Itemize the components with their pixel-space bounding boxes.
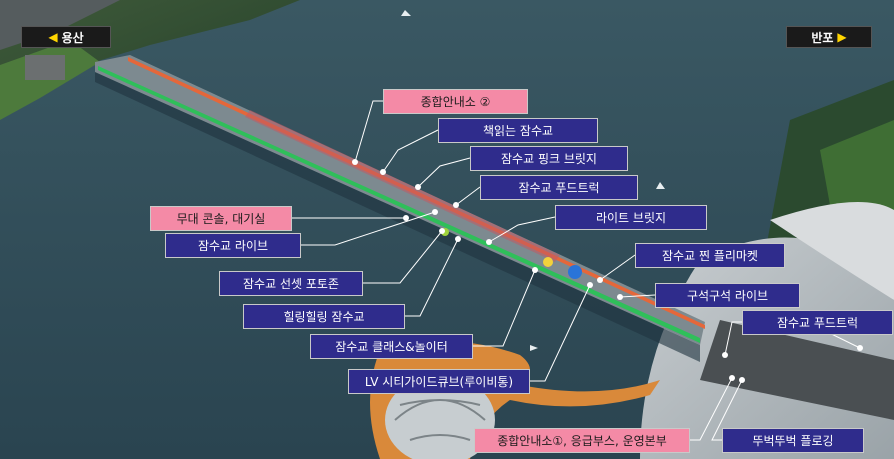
arrow-right-icon: ▶ <box>837 30 847 44</box>
direction-banpo: 반포 ▶ <box>786 26 872 48</box>
boat <box>530 345 538 351</box>
label-book-reading: 책읽는 잠수교 <box>438 118 598 143</box>
left-buildings <box>25 55 65 80</box>
label-corner-live: 구석구석 라이브 <box>655 283 800 308</box>
location-dots <box>352 159 863 383</box>
arrow-left-icon: ◀ <box>48 30 58 44</box>
label-lv-cube: LV 시티가이드큐브(루이비통) <box>348 369 530 394</box>
label-sunset-photo: 잠수교 선셋 포토존 <box>219 271 363 296</box>
boat <box>401 10 411 16</box>
label-flea-market: 잠수교 찐 플리마켓 <box>635 243 785 268</box>
label-plogging: 뚜벅뚜벅 플로깅 <box>722 428 864 453</box>
bridge-green-lane <box>98 66 700 343</box>
direction-yongsan: ◀ 용산 <box>21 26 111 48</box>
direction-right-label: 반포 <box>811 30 834 45</box>
floating-island-dome-ribs <box>394 399 486 441</box>
label-info-2: 종합안내소 ② <box>383 89 528 114</box>
label-healing: 힐링힐링 잠수교 <box>243 304 405 329</box>
right-road <box>700 320 894 420</box>
bridge-center-decor <box>245 110 560 262</box>
jamsu-bridge <box>95 55 705 362</box>
label-live: 잠수교 라이브 <box>165 233 301 258</box>
bridge-yellow-spot <box>543 257 553 267</box>
label-light-bridge: 라이트 브릿지 <box>555 205 707 230</box>
label-class-playground: 잠수교 클래스&놀이터 <box>310 334 473 359</box>
direction-left-label: 용산 <box>61 30 84 45</box>
label-food-truck-2: 잠수교 푸드트럭 <box>742 310 893 335</box>
label-pink-bridge: 잠수교 핑크 브릿지 <box>470 146 628 171</box>
label-stage-console: 무대 콘솔, 대기실 <box>150 206 292 231</box>
label-info-1: 종합안내소①, 응급부스, 운영본부 <box>474 428 690 453</box>
leader-lines <box>292 100 861 441</box>
right-circular-plaza <box>770 202 894 300</box>
label-food-truck-1: 잠수교 푸드트럭 <box>480 175 638 200</box>
bridge-shadow <box>95 72 700 362</box>
bridge-blue-spot <box>568 265 582 279</box>
floating-island-dome <box>385 375 495 459</box>
boat <box>656 182 665 189</box>
